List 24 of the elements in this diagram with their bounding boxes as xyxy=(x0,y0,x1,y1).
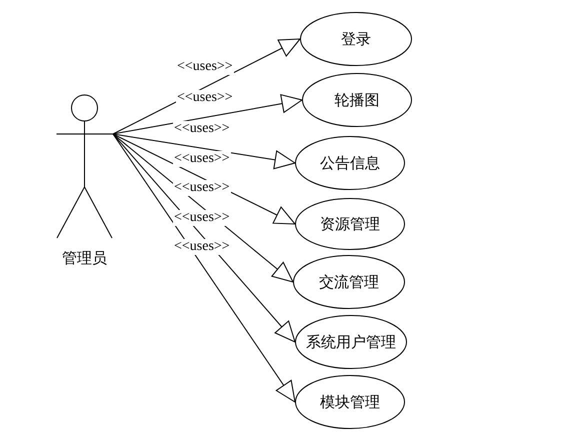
use-case-ellipse xyxy=(295,198,405,250)
arrow xyxy=(112,94,302,134)
use-case-ellipse xyxy=(300,12,412,66)
use-case-label: 公告信息 xyxy=(320,154,380,172)
use-case-label: 交流管理 xyxy=(319,273,379,291)
use-case-ellipse xyxy=(302,73,412,127)
use-case-label: 资源管理 xyxy=(320,215,380,233)
edge-label: <<uses>> xyxy=(173,239,231,255)
edge-label: <<uses>> xyxy=(173,180,231,196)
edge-label: <<uses>> xyxy=(176,90,234,106)
arrow xyxy=(112,134,296,170)
use-case-ellipse xyxy=(295,315,407,369)
arrow xyxy=(112,134,296,402)
use-case-label: 登录 xyxy=(341,30,371,48)
edge-label: <<uses>> xyxy=(176,59,234,75)
use-case-label: 模块管理 xyxy=(320,393,380,411)
use-case-ellipse xyxy=(295,375,405,429)
actor-label: 管理员 xyxy=(62,249,107,267)
use-case-label: 轮播图 xyxy=(334,91,380,109)
use-case-label: 系统用户管理 xyxy=(306,333,396,351)
use-case-ellipse xyxy=(293,255,405,309)
edge-label: <<uses>> xyxy=(173,151,231,167)
use-case-ellipse xyxy=(295,136,405,190)
edge-label: <<uses>> xyxy=(173,210,231,226)
